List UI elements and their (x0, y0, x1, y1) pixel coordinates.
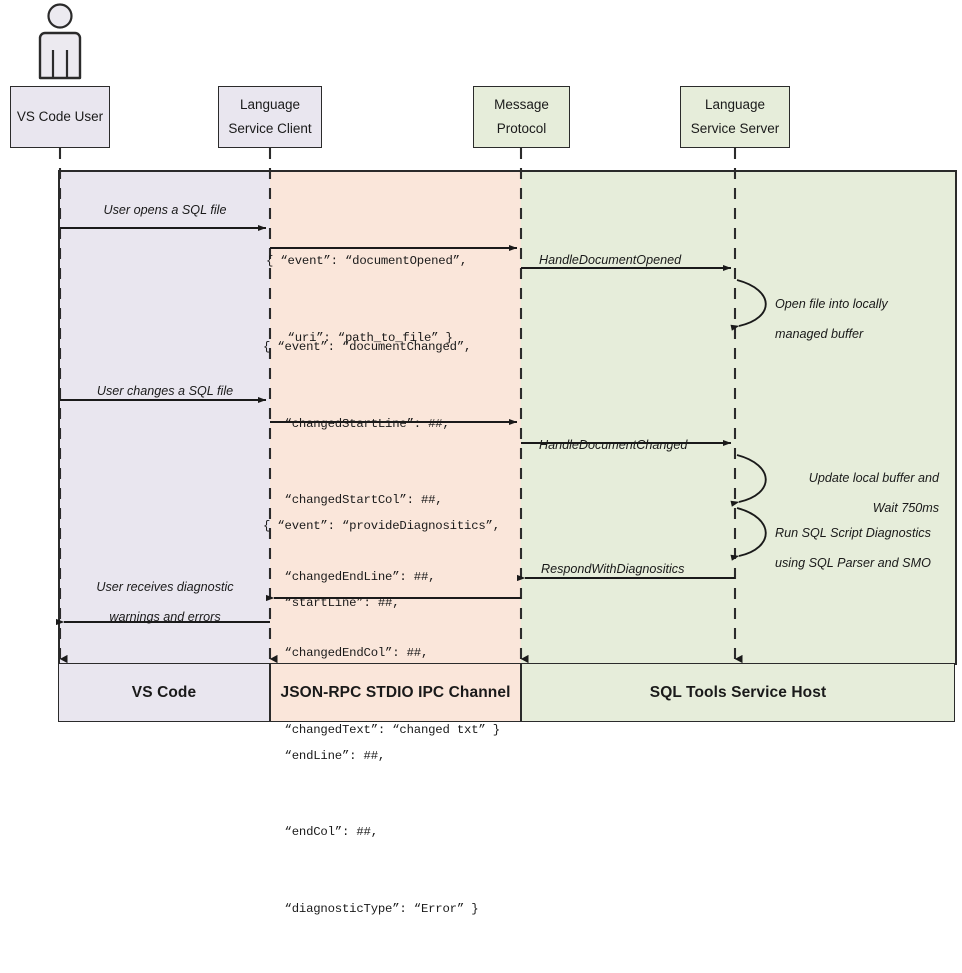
label-text: RespondWithDiagnositics (541, 562, 685, 576)
lifeline-header-language-service-client[interactable]: Language Service Client (218, 86, 322, 148)
label-respond-with-diagnositics: RespondWithDiagnositics (541, 559, 684, 579)
note-line2: Wait 750ms (872, 501, 939, 515)
footer-ipc-channel[interactable]: JSON-RPC STDIO IPC Channel (270, 663, 521, 722)
note-line1: Update local buffer and (808, 471, 939, 485)
footer-label: SQL Tools Service Host (649, 683, 827, 701)
payload-line: “changedStartCol”: ##, (263, 493, 443, 507)
label-handle-document-opened: HandleDocumentOpened (539, 250, 681, 270)
lifeline-title-line: Language (704, 97, 766, 113)
payload-line: { “event”: “documentChanged”, (263, 340, 472, 354)
label-text: User changes a SQL file (96, 384, 234, 398)
label-text-line2: warnings and errors (109, 610, 221, 624)
footer-vs-code[interactable]: VS Code (58, 663, 270, 722)
note-line1: Open file into locally (775, 297, 888, 311)
diagram-vector-layer (38, 3, 767, 664)
label-text: User opens a SQL file (103, 203, 227, 217)
label-user-receives-diagnostics: User receives diagnostic warnings and er… (58, 572, 272, 632)
footer-label: JSON-RPC STDIO IPC Channel (280, 683, 511, 701)
label-text-line1: User receives diagnostic (96, 580, 234, 594)
label-user-changes-sql-file: User changes a SQL file (60, 381, 270, 401)
lifeline-header-message-protocol[interactable]: Message Protocol (473, 86, 570, 148)
payload-line: “endLine”: ##, (263, 748, 386, 763)
payload-line: “startLine”: ##, (263, 595, 400, 610)
payload-line: “uri”: “path_to_file” } (266, 330, 453, 345)
service-host-band (521, 170, 957, 665)
note-line2: using SQL Parser and SMO (775, 556, 931, 570)
footer-service-host[interactable]: SQL Tools Service Host (521, 663, 955, 722)
document-opened-payload: { “event”: “documentOpened”, “uri”: “pat… (266, 198, 467, 402)
label-text: HandleDocumentOpened (539, 253, 682, 267)
payload-line: “endCol”: ##, (263, 825, 379, 839)
payload-line: { “event”: “documentOpened”, (266, 254, 468, 268)
lifeline-title-line: Service Client (228, 121, 312, 136)
payload-line: “changedEndLine”: ##, (263, 569, 436, 584)
lifeline-title-line: Service Server (690, 121, 780, 136)
payload-line: “changedEndCol”: ##, (263, 646, 429, 660)
lifeline-header-language-service-server[interactable]: Language Service Server (680, 86, 790, 148)
lifeline-header-vs-code-user[interactable]: VS Code User (10, 86, 110, 148)
label-text: HandleDocumentChanged (539, 438, 688, 452)
payload-line: { “event”: “provideDiagnositics”, (263, 519, 500, 533)
open-file-note: Open file into locally managed buffer (775, 289, 888, 349)
run-diagnostics-note: Run SQL Script Diagnostics using SQL Par… (775, 518, 931, 578)
lifeline-title-line: VS Code User (16, 109, 104, 125)
ipc-channel-band (270, 170, 521, 665)
vs-code-band (58, 170, 272, 665)
footer-label: VS Code (131, 683, 197, 701)
self-arc-open-file (730, 279, 767, 331)
self-arc-run-diagnostics (730, 507, 767, 561)
label-handle-document-changed: HandleDocumentChanged (539, 435, 687, 455)
label-user-opens-sql-file: User opens a SQL file (60, 200, 270, 220)
payload-line: “changedStartLine”: ##, (263, 416, 450, 431)
self-arc-update-buffer (730, 454, 767, 507)
user-actor-icon (38, 3, 82, 80)
lifeline-title-line: Message (494, 97, 549, 113)
note-line2: managed buffer (775, 327, 864, 341)
note-line1: Run SQL Script Diagnostics (775, 526, 931, 540)
sequence-diagram: VS Code User Language Service Client Mes… (10, 3, 957, 916)
lifeline-title-line: Protocol (496, 121, 547, 136)
payload-line: “diagnosticType”: “Error” } (263, 901, 479, 916)
lifeline-title-line: Language (239, 97, 301, 113)
update-buffer-note: Update local buffer and Wait 750ms (735, 463, 939, 523)
